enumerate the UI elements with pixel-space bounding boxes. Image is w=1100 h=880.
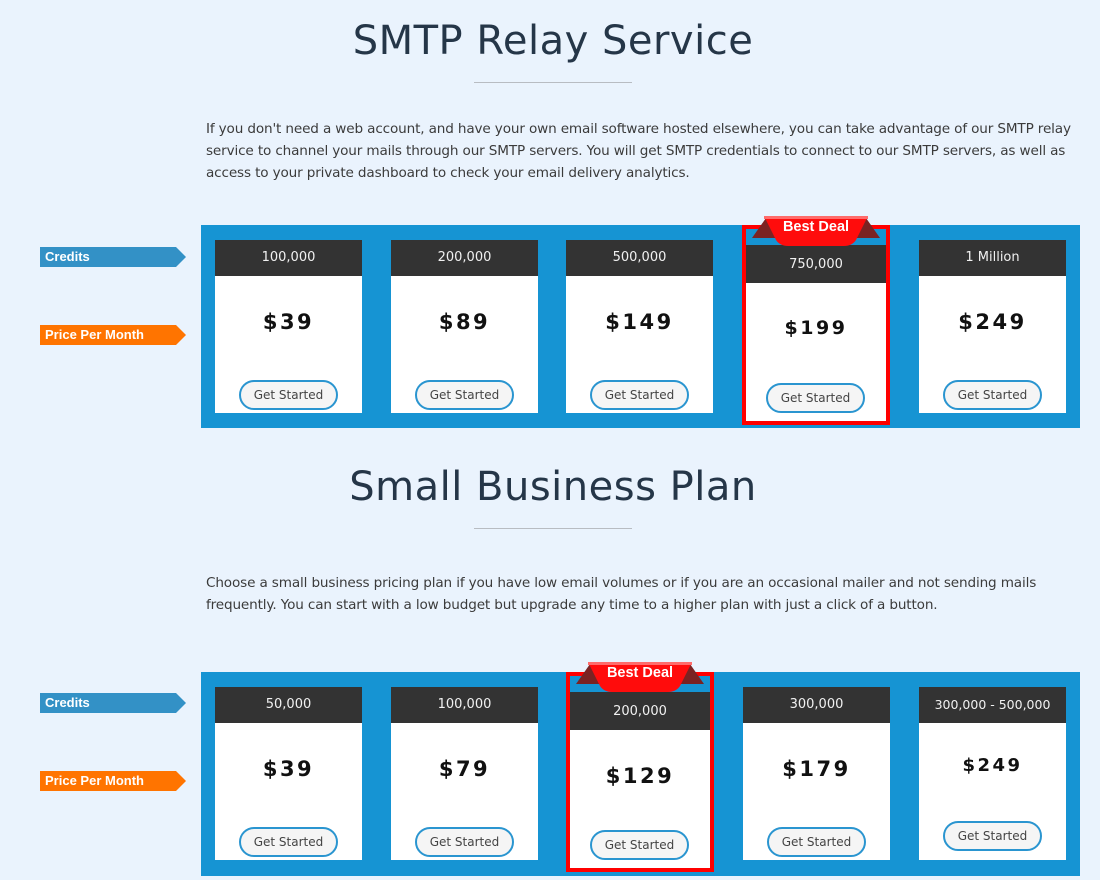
small-business-plan-card: 300,000 - 500,000 $249 Get Started [919,687,1066,860]
get-started-button[interactable]: Get Started [943,821,1042,851]
plan-credits: 100,000 [391,687,538,723]
small-business-plan-card: 100,000 $79 Get Started [391,687,538,860]
smtp-plan-card-best-deal: 750,000 $199 Get Started [742,225,890,425]
get-started-button[interactable]: Get Started [590,380,689,410]
plan-credits: 1 Million [919,240,1066,276]
ribbon-icon [576,662,704,692]
plan-credits: 100,000 [215,240,362,276]
smtp-plan-card: 100,000 $39 Get Started [215,240,362,413]
plan-credits: 200,000 [391,240,538,276]
best-deal-label: Best Deal [606,665,674,681]
small-business-plan-card-best-deal: 200,000 $129 Get Started [566,672,714,872]
plan-price: $249 [962,755,1023,776]
plan-credits: 500,000 [566,240,713,276]
get-started-button[interactable]: Get Started [415,380,514,410]
ribbon-icon [752,216,880,246]
smtp-plans-container: 100,000 $39 Get Started 200,000 $89 Get … [201,225,1080,428]
price-row-label: Price Per Month [40,325,186,345]
plan-credits: 300,000 [743,687,890,723]
plan-price: $149 [605,310,674,334]
plan-credits: 200,000 [570,692,710,730]
get-started-button[interactable]: Get Started [767,827,866,857]
smtp-description: If you don't need a web account, and hav… [206,121,1071,181]
small-business-plan-card: 300,000 $179 Get Started [743,687,890,860]
best-deal-ribbon: Best Deal [752,216,880,254]
small-business-plan-card: 50,000 $39 Get Started [215,687,362,860]
smtp-plan-card: 1 Million $249 Get Started [919,240,1066,413]
smtp-section-title: SMTP Relay Service [352,18,754,64]
credits-row-label: Credits [40,693,186,713]
best-deal-label: Best Deal [782,219,850,235]
smtp-plan-card: 500,000 $149 Get Started [566,240,713,413]
plan-price: $129 [605,764,675,788]
small-business-section-title: Small Business Plan [349,464,757,510]
plan-price: $89 [438,310,491,334]
plan-price: $179 [782,757,851,781]
small-business-plans-container: 50,000 $39 Get Started 100,000 $79 Get S… [201,672,1080,876]
best-deal-ribbon: Best Deal [576,662,704,700]
price-row-label: Price Per Month [40,771,186,791]
plan-price: $39 [262,310,315,334]
get-started-button[interactable]: Get Started [239,380,338,410]
small-business-title-divider [474,528,632,529]
smtp-title-divider [474,82,632,83]
plan-price: $39 [262,757,315,781]
plan-credits: 50,000 [215,687,362,723]
get-started-button[interactable]: Get Started [239,827,338,857]
credits-row-label: Credits [40,247,186,267]
get-started-button[interactable]: Get Started [943,380,1042,410]
smtp-plan-card: 200,000 $89 Get Started [391,240,538,413]
plan-price: $249 [958,310,1027,334]
get-started-button[interactable]: Get Started [590,830,689,860]
small-business-description: Choose a small business pricing plan if … [206,575,1037,613]
get-started-button[interactable]: Get Started [766,383,865,413]
plan-credits: 300,000 - 500,000 [919,687,1066,723]
get-started-button[interactable]: Get Started [415,827,514,857]
plan-price: $199 [784,317,848,339]
plan-credits: 750,000 [746,245,886,283]
plan-price: $79 [438,757,491,781]
